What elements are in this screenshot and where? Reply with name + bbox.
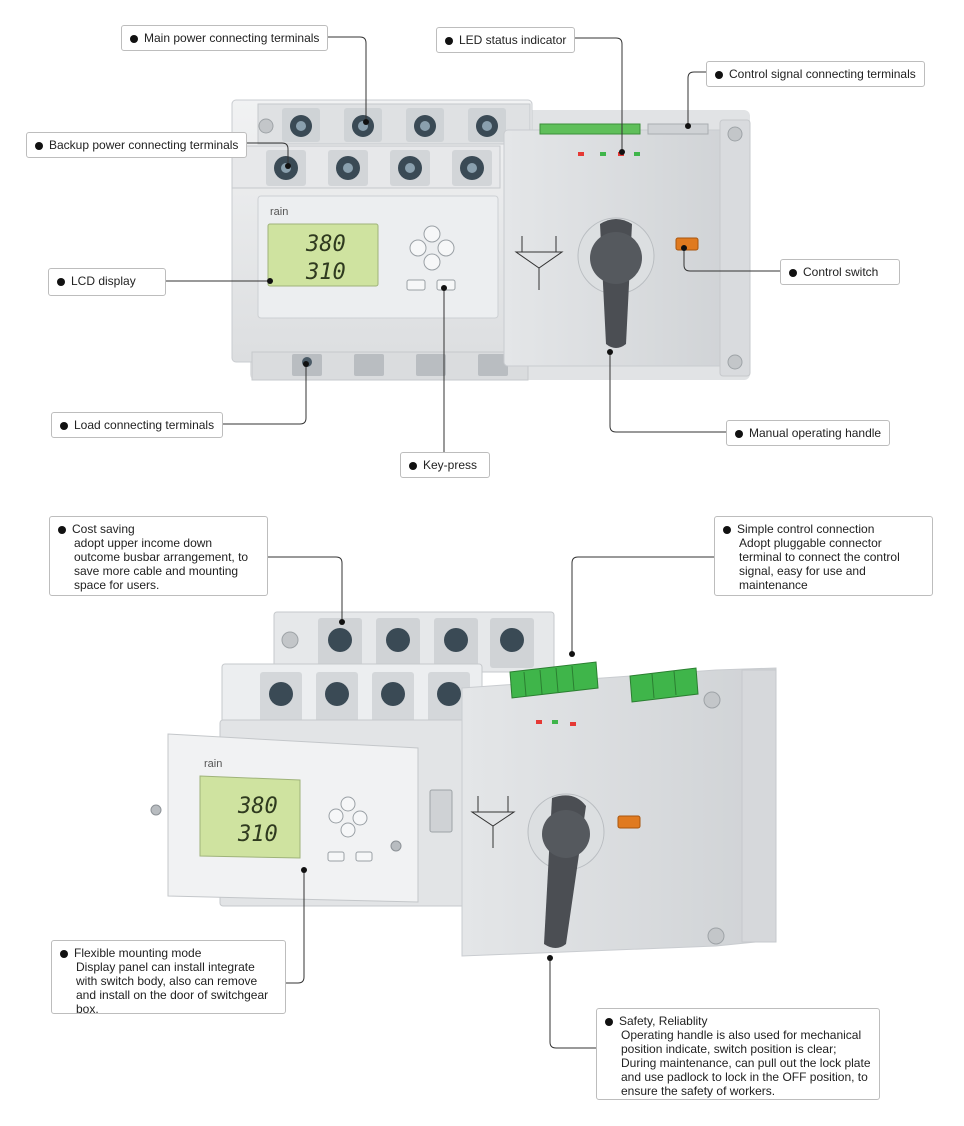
brand-logo-bottom: rain (204, 758, 223, 770)
bullet-icon (409, 462, 417, 470)
lcd-readout-2-top: 310 (306, 260, 346, 285)
control-signal-terminal (539, 123, 641, 135)
switch-schematic (514, 236, 564, 290)
main-power-terminals (257, 103, 531, 145)
mounting-screws (150, 804, 402, 852)
lower-busbar-terminals (260, 672, 470, 724)
led-red (578, 152, 584, 156)
lcd-screen-2 (199, 775, 301, 859)
bullet-icon (789, 269, 797, 277)
leader-dots (267, 119, 691, 961)
manual-handle-2 (527, 793, 605, 948)
bullet-icon (60, 950, 68, 958)
manual-handle (577, 217, 655, 348)
bullet-icon (57, 278, 65, 286)
led-green (600, 152, 606, 156)
control-switch-2 (617, 815, 641, 829)
bullet-icon (130, 35, 138, 43)
bullet-icon (715, 71, 723, 79)
callout-simple-control: Simple control connection Adopt pluggabl… (714, 516, 933, 596)
callout-lcd-display: LCD display (48, 268, 166, 296)
control-switch (675, 237, 699, 251)
bottom-device (150, 611, 777, 957)
bullet-icon (35, 142, 43, 150)
detachable-display-panel (167, 733, 419, 903)
callout-control-signal: Control signal connecting terminals (706, 61, 925, 87)
callout-manual-handle: Manual operating handle (726, 420, 891, 446)
keypad (406, 225, 456, 291)
lcd-screen (267, 223, 379, 287)
bullet-icon (605, 1018, 613, 1026)
callout-control-switch: Control switch (780, 259, 900, 285)
bullet-icon (445, 37, 453, 45)
lcd-readout-1-bottom: 380 (238, 794, 278, 819)
callout-load-terminals: Load connecting terminals (51, 412, 224, 438)
pluggable-connectors (509, 661, 699, 703)
leader-lines (166, 36, 780, 1049)
bullet-icon (58, 526, 66, 534)
callout-cost-saving: Cost saving adopt upper income down outc… (49, 516, 268, 596)
bullet-icon (60, 422, 68, 430)
bullet-icon (735, 430, 743, 438)
upper-busbar-terminals (281, 618, 534, 668)
callout-main-power: Main power connecting terminals (121, 25, 329, 51)
top-device (231, 99, 751, 381)
callout-safety: Safety, Reliablity Operating handle is a… (596, 1008, 880, 1100)
lcd-readout-1-top: 380 (306, 232, 346, 257)
callout-led-status: LED status indicator (436, 27, 576, 53)
brand-logo-top: rain (270, 206, 289, 218)
backup-power-terminals (231, 145, 501, 189)
bullet-icon (723, 526, 731, 534)
callout-backup-power: Backup power connecting terminals (26, 132, 248, 158)
load-terminals (251, 351, 529, 381)
lcd-readout-2-bottom: 310 (238, 822, 278, 847)
callout-flexible-mounting: Flexible mounting mode Display panel can… (51, 940, 286, 1016)
callout-key-press: Key-press (400, 452, 490, 478)
